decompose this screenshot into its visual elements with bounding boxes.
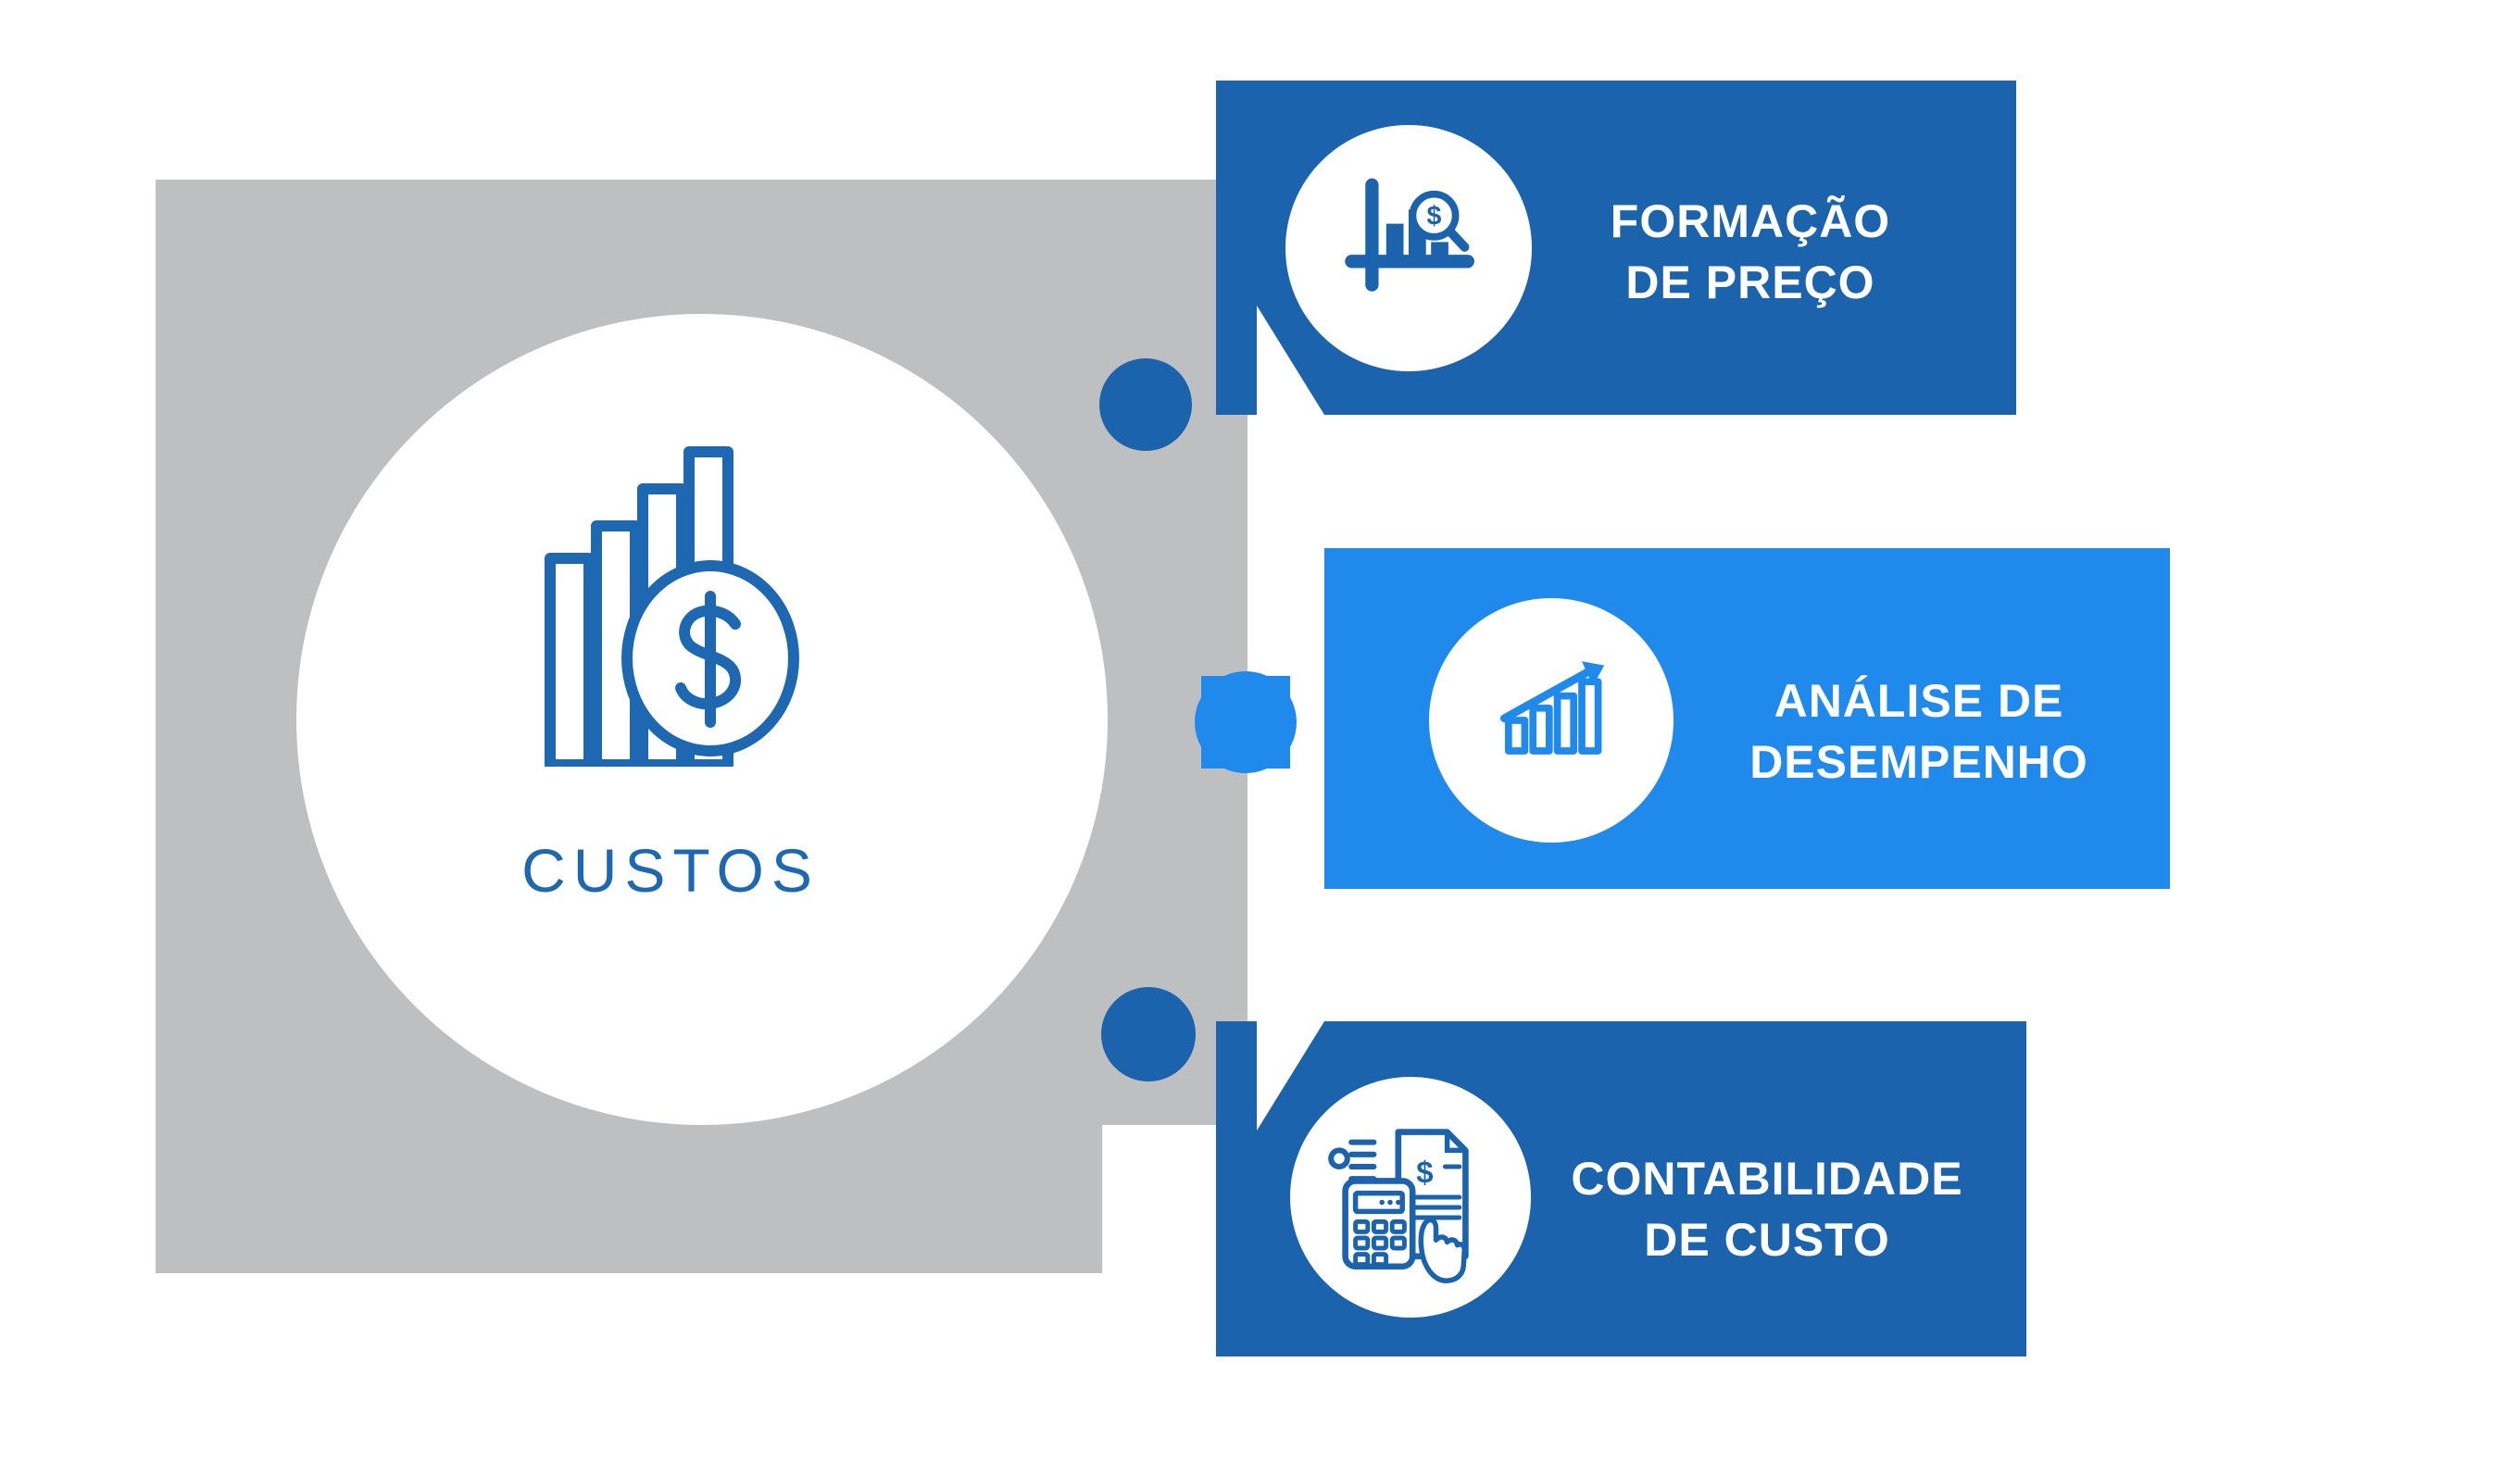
banner-3-label-line2: DE CUSTO (1644, 1214, 1890, 1266)
custos-title: CUSTOS (521, 836, 820, 905)
banner-3-label-line1: CONTABILIDADE (1571, 1153, 1963, 1205)
banner-2-label: ANÁLISE DE DESEMPENHO (1749, 670, 2088, 793)
connector-square-middle (1201, 676, 1290, 769)
rising-bars-dollar-coin-icon (545, 446, 799, 767)
calculator-invoice-hand-icon: $ (1328, 1129, 1469, 1283)
banner-2-label-line2: DESEMPENHO (1749, 736, 2088, 788)
connector-dot-top (1099, 358, 1192, 451)
svg-text:$: $ (1427, 202, 1442, 231)
banner-3-label: CONTABILIDADE DE CUSTO (1571, 1148, 1962, 1270)
banner-1-label: FORMAÇÃO DE PREÇO (1611, 191, 1890, 313)
bar-chart-magnifier-dollar-icon: $ (1345, 178, 1474, 292)
growth-bars-arrow-icon (1500, 661, 1605, 755)
banner-1-label-line1: FORMAÇÃO (1610, 195, 1891, 247)
banner-1-label-line2: DE PREÇO (1625, 256, 1875, 308)
svg-text:$: $ (1416, 1156, 1433, 1190)
banner-2-label-line1: ANÁLISE DE (1774, 675, 2064, 727)
connector-dot-bottom (1101, 987, 1196, 1081)
